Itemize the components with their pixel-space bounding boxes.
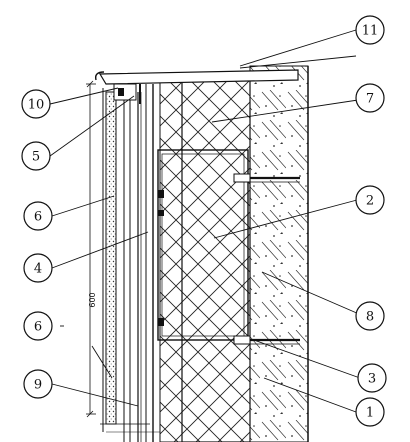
bottom-base (100, 423, 160, 433)
callout-8: 8 (355, 301, 385, 331)
panel-frame (157, 149, 249, 341)
callout-label: 1 (366, 406, 374, 421)
callout-6-upper: 6 (23, 201, 53, 231)
callout-label: 2 (366, 194, 374, 209)
callout-label: 7 (366, 92, 374, 107)
callout-label: 8 (366, 310, 374, 325)
concrete-wall (249, 65, 309, 442)
callout-label: 5 (32, 150, 40, 165)
callout-11: 11 (239, 15, 385, 67)
callout-label: 6 (34, 210, 42, 225)
callout-2: 2 (355, 185, 385, 215)
brackets (158, 190, 164, 326)
parapet-cap (94, 69, 299, 104)
callout-label: 4 (34, 262, 42, 277)
callout-4: 4 (23, 253, 53, 283)
subframe-profile (123, 90, 142, 442)
callout-6-lower: 6 (23, 311, 53, 341)
callout-label: 10 (28, 98, 45, 113)
callout-10: 10 (21, 89, 51, 119)
anchor-bolt-bottom (233, 335, 300, 345)
leader-lines (49, 55, 361, 413)
callout-label: 11 (362, 24, 379, 39)
callout-1: 1 (355, 397, 385, 427)
dimension-600: 600 (86, 80, 97, 418)
callout-3: 3 (357, 363, 387, 393)
callout-label: 9 (34, 378, 42, 393)
callout-9: 9 (23, 369, 53, 399)
callout-5: 5 (21, 141, 51, 171)
insulation-layer (159, 73, 251, 442)
facade-cladding (102, 88, 117, 432)
air-gap (145, 84, 154, 442)
callout-7: 7 (355, 83, 385, 113)
callout-label: 3 (368, 372, 376, 387)
dimension-label: 600 (88, 292, 97, 307)
callout-label: 6 (34, 320, 42, 335)
anchor-bolt-top (233, 173, 300, 183)
